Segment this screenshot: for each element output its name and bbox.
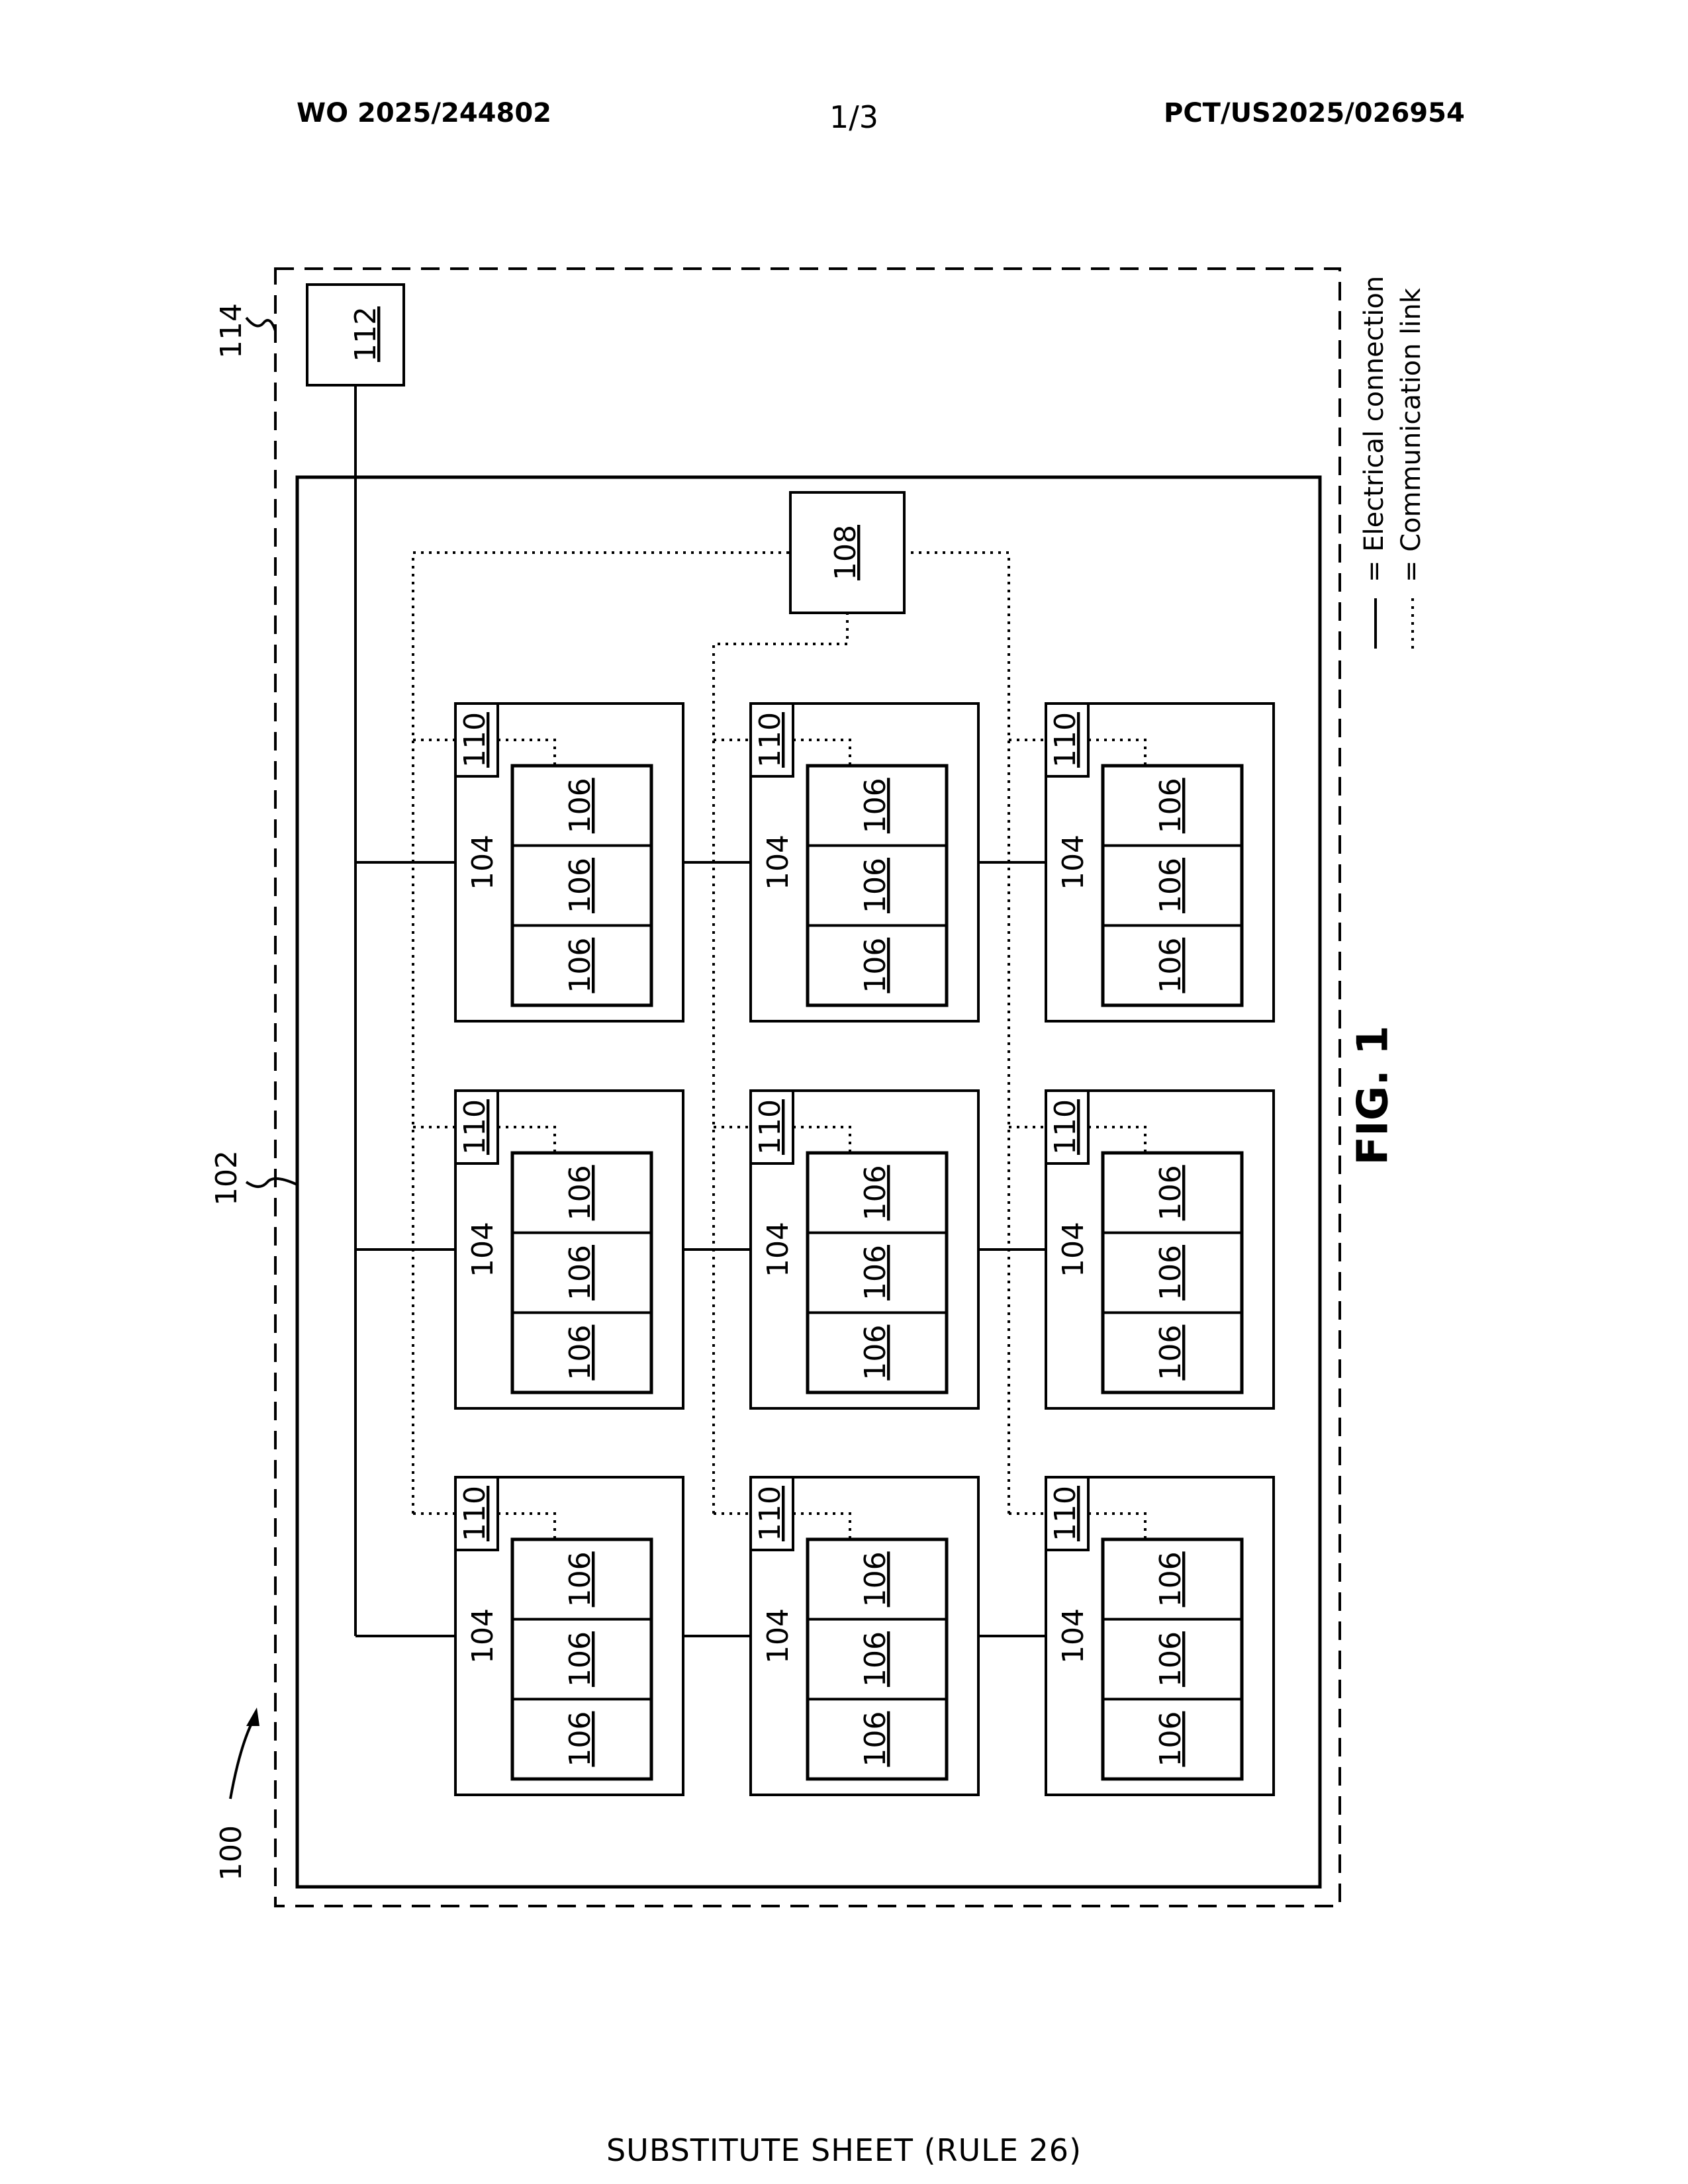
label-104: 104 — [1056, 1608, 1090, 1664]
label-106: 106 — [1154, 778, 1188, 833]
label-104: 104 — [1056, 1222, 1090, 1277]
label-106: 106 — [859, 778, 892, 833]
label-106: 106 — [1154, 938, 1188, 993]
label-104: 104 — [761, 1222, 795, 1277]
label-102: 102 — [210, 1150, 244, 1206]
label-110: 110 — [753, 712, 787, 768]
label-106: 106 — [563, 778, 597, 833]
electrical-connections — [355, 385, 1046, 1636]
label-106: 106 — [563, 1325, 597, 1381]
label-106: 106 — [1154, 1711, 1188, 1767]
label-106: 106 — [563, 1711, 597, 1767]
label-108: 108 — [829, 525, 863, 580]
label-106: 106 — [859, 1711, 892, 1767]
leader-102 — [246, 1179, 297, 1187]
battery-modules: 110 104 106 106 106 110 104 106 106 106 110 104 106 1… — [455, 704, 1274, 1795]
label-110: 110 — [1049, 1486, 1082, 1541]
label-106: 106 — [1154, 1325, 1188, 1381]
label-104: 104 — [1056, 835, 1090, 890]
label-106: 106 — [1154, 858, 1188, 913]
comm-link-local — [498, 1514, 555, 1539]
arrowhead-100 — [246, 1707, 259, 1726]
label-106: 106 — [859, 1551, 892, 1607]
label-110: 110 — [753, 1099, 787, 1155]
label-112: 112 — [349, 306, 383, 362]
comm-link-local — [793, 1514, 850, 1539]
legend-electrical-text: = Electrical connection — [1359, 276, 1389, 582]
label-106: 106 — [563, 1245, 597, 1300]
footer-text: SUBSTITUTE SHEET (RULE 26) — [0, 2132, 1688, 2168]
label-106: 106 — [859, 1165, 892, 1220]
figure-caption: FIG. 1 — [1349, 1025, 1398, 1165]
label-106: 106 — [859, 1631, 892, 1687]
label-106: 106 — [563, 938, 597, 993]
label-104: 104 — [761, 835, 795, 890]
label-110: 110 — [458, 1099, 492, 1155]
label-106: 106 — [859, 1325, 892, 1381]
comm-link-local — [498, 1127, 555, 1153]
label-106: 106 — [859, 858, 892, 913]
leader-114 — [246, 318, 275, 331]
comm-link-local — [793, 1127, 850, 1153]
label-104: 104 — [761, 1608, 795, 1664]
label-106: 106 — [859, 938, 892, 993]
label-106: 106 — [1154, 1551, 1188, 1607]
label-106: 106 — [1154, 1245, 1188, 1300]
label-104: 104 — [466, 1608, 500, 1664]
label-106: 106 — [563, 1631, 597, 1687]
comm-link-local — [498, 740, 555, 766]
comm-trunk-left — [413, 553, 790, 1514]
comm-trunk-right — [904, 553, 1009, 1514]
label-106: 106 — [859, 1245, 892, 1300]
label-110: 110 — [1049, 1099, 1082, 1155]
label-104: 104 — [466, 1222, 500, 1277]
comm-link-local — [1088, 740, 1145, 766]
label-106: 106 — [563, 1165, 597, 1220]
label-104: 104 — [466, 835, 500, 890]
label-110: 110 — [458, 1486, 492, 1541]
comm-link-local — [1088, 1514, 1145, 1539]
legend-communication-text: = Communication link — [1396, 287, 1427, 582]
label-106: 106 — [1154, 1165, 1188, 1220]
label-106: 106 — [1154, 1631, 1188, 1687]
arrow-100 — [230, 1721, 253, 1799]
label-106: 106 — [563, 858, 597, 913]
label-114: 114 — [214, 303, 248, 359]
label-110: 110 — [458, 712, 492, 768]
label-110: 110 — [1049, 712, 1082, 768]
comm-link-local — [793, 740, 850, 766]
label-106: 106 — [563, 1551, 597, 1607]
comm-link-local — [1088, 1127, 1145, 1153]
label-110: 110 — [753, 1486, 787, 1541]
label-100: 100 — [214, 1825, 248, 1881]
